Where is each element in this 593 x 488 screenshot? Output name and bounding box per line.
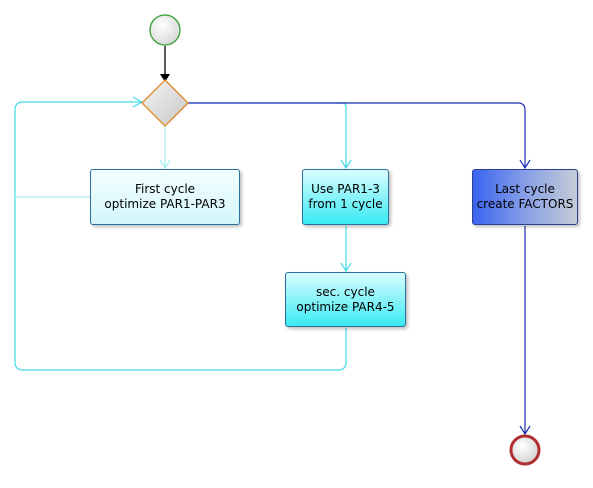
decision-to-last-cycle-edge	[188, 102, 526, 167]
use-par-to-sec-cycle-arrowhead	[340, 262, 352, 273]
decision-to-last-cycle-arrowhead	[519, 159, 531, 170]
sec-cycle-action[interactable]: sec. cycle optimize PAR4-5	[285, 272, 406, 327]
decision-to-first-cycle-arrowhead	[159, 159, 171, 170]
use-par-action[interactable]: Use PAR1-3 from 1 cycle	[302, 169, 389, 225]
sec-cycle-loop-back-edge	[14, 101, 347, 371]
sec-cycle-label: sec. cycle optimize PAR4-5	[296, 284, 395, 314]
last-cycle-to-final-arrowhead	[519, 425, 531, 436]
decision-to-use-par-arrowhead	[340, 159, 352, 170]
final-node	[509, 434, 541, 466]
decision-node	[141, 79, 189, 127]
first-cycle-action[interactable]: First cycle optimize PAR1-PAR3	[90, 169, 240, 225]
last-cycle-label: Last cycle create FACTORS	[476, 182, 574, 211]
first-cycle-label: First cycle optimize PAR1-PAR3	[104, 182, 226, 211]
loop-back-arrowhead	[132, 96, 144, 108]
start-to-decision-arrowhead	[160, 74, 170, 82]
use-par-label: Use PAR1-3 from 1 cycle	[308, 182, 383, 211]
last-cycle-action[interactable]: Last cycle create FACTORS	[472, 169, 578, 225]
initial-node	[149, 14, 181, 46]
decision-to-use-par-edge	[188, 102, 347, 167]
